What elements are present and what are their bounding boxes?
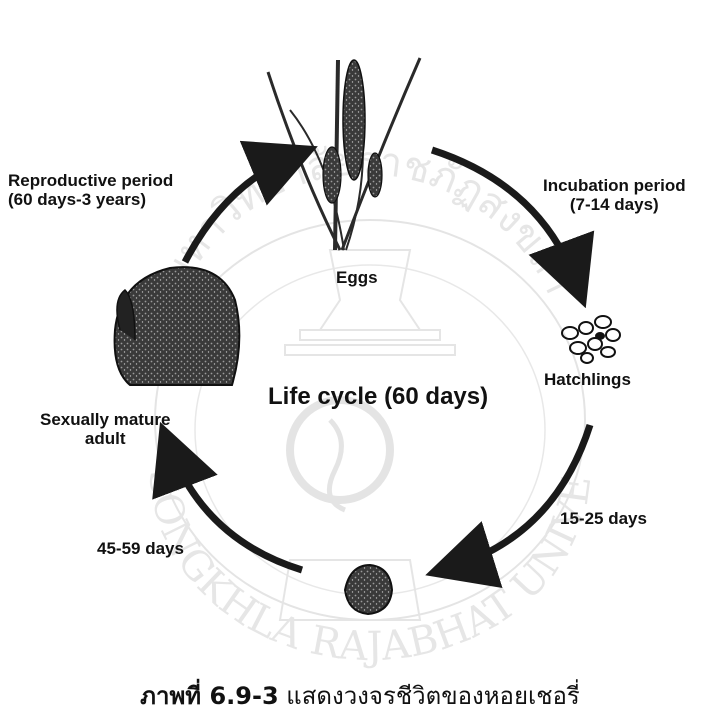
eggs-label: Eggs (336, 268, 378, 287)
adult-label: Sexually mature adult (40, 410, 170, 448)
figure-number: ภาพที่ 6.9-3 (140, 682, 278, 710)
adult-snail-illustration (115, 267, 240, 385)
reproductive-period-label: Reproductive period (60 days-3 years) (8, 171, 173, 209)
hatch-to-juvenile-label: 15-25 days (560, 509, 647, 528)
life-cycle-title: Life cycle (60 days) (268, 383, 488, 411)
figure-caption-text: แสดงวงจรชีวิตของหอยเชอรี่ (279, 682, 580, 710)
hatchlings-label: Hatchlings (544, 370, 631, 389)
figure-caption: ภาพที่ 6.9-3 แสดงวงจรชีวิตของหอยเชอรี่ (0, 676, 720, 715)
incubation-period-label: Incubation period (7-14 days) (543, 176, 686, 214)
juvenile-to-adult-label: 45-59 days (97, 539, 184, 558)
juvenile-snail-illustration (345, 565, 392, 614)
hatchlings-illustration (562, 316, 620, 363)
